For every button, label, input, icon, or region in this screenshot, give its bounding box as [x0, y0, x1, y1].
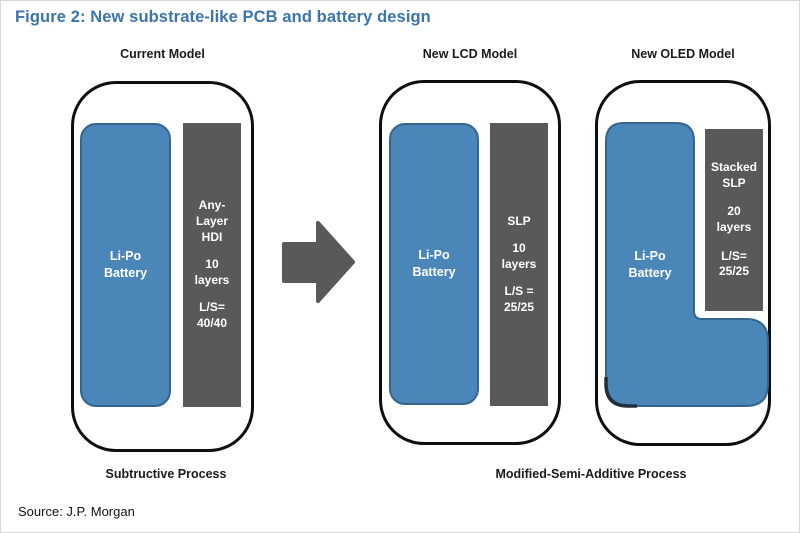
pcb-layers-label: 10 layers	[194, 257, 230, 287]
pcb-new-lcd-slp: SLP 10 layers L/S = 25/25	[490, 123, 548, 406]
pcb-name-label: Stacked SLP	[710, 160, 758, 190]
pcb-ls-label: L/S = 25/25	[503, 284, 535, 314]
battery-new-oled-label-wrap: Li-Po Battery	[606, 123, 694, 406]
pcb-new-oled-stacked-slp: Stacked SLP 20 layers L/S= 25/25	[705, 129, 763, 311]
right-arrow-icon	[282, 221, 355, 303]
battery-label: Li-Po Battery	[103, 249, 148, 280]
pcb-ls-label: L/S= 40/40	[196, 300, 228, 330]
figure-title: Figure 2: New substrate-like PCB and bat…	[15, 8, 431, 26]
process-caption-msap: Modified-Semi-Additive Process	[495, 467, 687, 481]
pcb-layers-label: 10 layers	[501, 241, 537, 271]
battery-label: Li-Po Battery	[412, 248, 456, 279]
source-note: Source: J.P. Morgan	[18, 504, 135, 519]
pcb-name-label: Any- Layer HDI	[195, 198, 229, 244]
process-caption-subtractive: Subtructive Process	[105, 467, 227, 481]
pcb-ls-label: L/S= 25/25	[718, 248, 750, 279]
battery-label: Li-Po Battery	[628, 248, 672, 280]
pcb-layers-label: 20 layers	[716, 204, 752, 234]
model-header-new-oled: New OLED Model	[631, 47, 735, 61]
battery-new-lcd: Li-Po Battery	[389, 123, 479, 405]
model-header-new-lcd: New LCD Model	[422, 47, 518, 61]
pcb-current-any-layer-hdi: Any- Layer HDI 10 layers L/S= 40/40	[183, 123, 241, 407]
model-header-current: Current Model	[120, 47, 205, 61]
battery-current: Li-Po Battery	[80, 123, 171, 407]
pcb-name-label: SLP	[507, 213, 531, 228]
